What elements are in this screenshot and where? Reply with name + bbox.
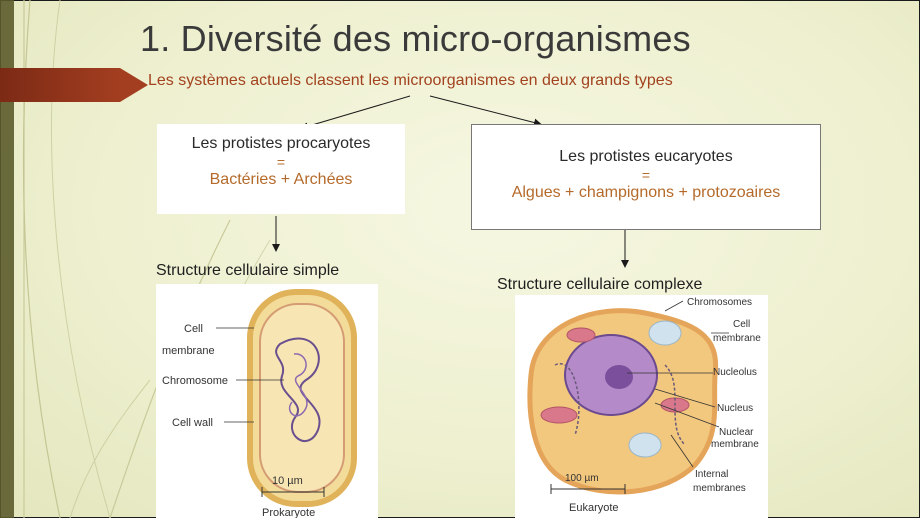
simple-structure-caption: Structure cellulaire simple — [156, 262, 340, 279]
eukaryote-scale-label: 100 µm — [565, 473, 599, 484]
slide-title: 1. Diversité des micro-organismes — [140, 18, 691, 59]
prokaryote-label-cell: Cell — [184, 323, 203, 335]
title-accent-bar — [0, 68, 148, 102]
procaryotes-box: Les protistes procaryotes = Bactéries + … — [157, 124, 405, 214]
eucaryotes-equals: = — [641, 167, 651, 183]
eukaryote-label-cell: Cell — [733, 319, 750, 330]
eukaryote-label-nucleolus: Nucleolus — [713, 367, 757, 378]
prokaryote-scale-label: 10 µm — [272, 475, 303, 487]
arrow-to-procaryotes — [300, 95, 411, 131]
eukaryote-label-internal: Internal — [695, 469, 728, 480]
prokaryote-label-chromosome: Chromosome — [162, 375, 228, 387]
eukaryote-label-nucleus: Nucleus — [717, 403, 753, 414]
procaryotes-members: Bactéries + Archées — [209, 171, 353, 188]
prokaryote-label-membrane: membrane — [162, 345, 215, 357]
eukaryote-label-membrane: membrane — [713, 333, 761, 344]
prokaryote-name-label: Prokaryote — [262, 507, 315, 518]
prokaryote-diagram: Cell membrane Chromosome Cell wall 10 µm… — [156, 284, 378, 518]
eukaryote-name-label: Eukaryote — [569, 502, 619, 514]
eucaryotes-heading: Les protistes eucaryotes — [559, 148, 733, 165]
eukaryote-diagram: Chromosomes Cell membrane Nucleolus Nucl… — [515, 295, 768, 518]
eucaryotes-members: Algues + champignons + protozoaires — [511, 184, 781, 201]
eucaryotes-box: Les protistes eucaryotes = Algues + cham… — [471, 124, 821, 230]
procaryotes-equals: = — [276, 154, 286, 170]
slide-subtitle: Les systèmes actuels classent les microo… — [148, 72, 673, 89]
eukaryote-label-nuclear: Nuclear — [719, 427, 754, 438]
eukaryote-label-nuclear-membrane: membrane — [711, 439, 759, 450]
procaryotes-heading: Les protistes procaryotes — [191, 135, 371, 152]
eukaryote-label-internal-membranes: membranes — [693, 483, 746, 494]
arrow-to-eucaryotes — [429, 95, 542, 127]
prokaryote-label-cell-wall: Cell wall — [172, 417, 213, 429]
eukaryote-label-chromosomes: Chromosomes — [687, 297, 752, 308]
complex-structure-caption: Structure cellulaire complexe — [497, 276, 703, 293]
